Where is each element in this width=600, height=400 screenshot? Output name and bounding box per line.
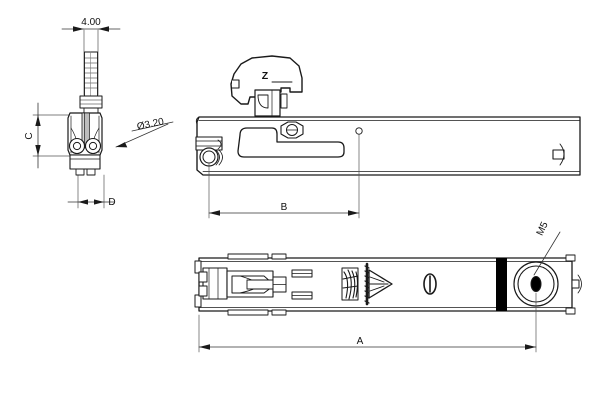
view-side-view — [195, 55, 581, 219]
dimension-label-a: A — [357, 336, 364, 347]
side-view-hex-fitting — [280, 121, 304, 139]
label-m5: M5 — [535, 220, 551, 238]
side-view-lever-neck — [254, 89, 288, 117]
plan-view-texture-marking — [341, 267, 359, 301]
end-view-pivot-holes — [68, 137, 102, 155]
end-view-base — [69, 154, 101, 176]
label-z: Z — [262, 70, 269, 82]
view-plan-view — [194, 231, 582, 353]
side-view-right-nib — [552, 143, 565, 166]
dimension-d — [67, 174, 115, 209]
dimension-a — [198, 292, 537, 353]
plan-view-m5-boss — [513, 261, 559, 307]
plan-view-arrow-marking — [364, 262, 393, 306]
leader-diameter-3-20 — [115, 121, 174, 148]
plan-view-oval-marking — [423, 273, 437, 295]
end-view-collar — [79, 95, 103, 114]
dimension-label-b: B — [281, 202, 288, 213]
dimension-label-4-00: 4.00 — [81, 17, 101, 28]
dimension-label-c: C — [24, 132, 35, 139]
end-view-spindle — [84, 51, 98, 97]
view-end-view — [32, 26, 174, 209]
dimension-b — [208, 127, 363, 219]
dimension-4-00 — [61, 26, 121, 96]
dimension-label-d: D — [108, 197, 115, 208]
side-view-hinge — [195, 136, 223, 167]
plan-view-black-band — [496, 258, 507, 311]
plan-view-mechanism — [198, 267, 313, 300]
side-view-lever — [230, 55, 303, 105]
leader-m5 — [533, 231, 561, 276]
side-view-inner-slot — [237, 127, 345, 158]
